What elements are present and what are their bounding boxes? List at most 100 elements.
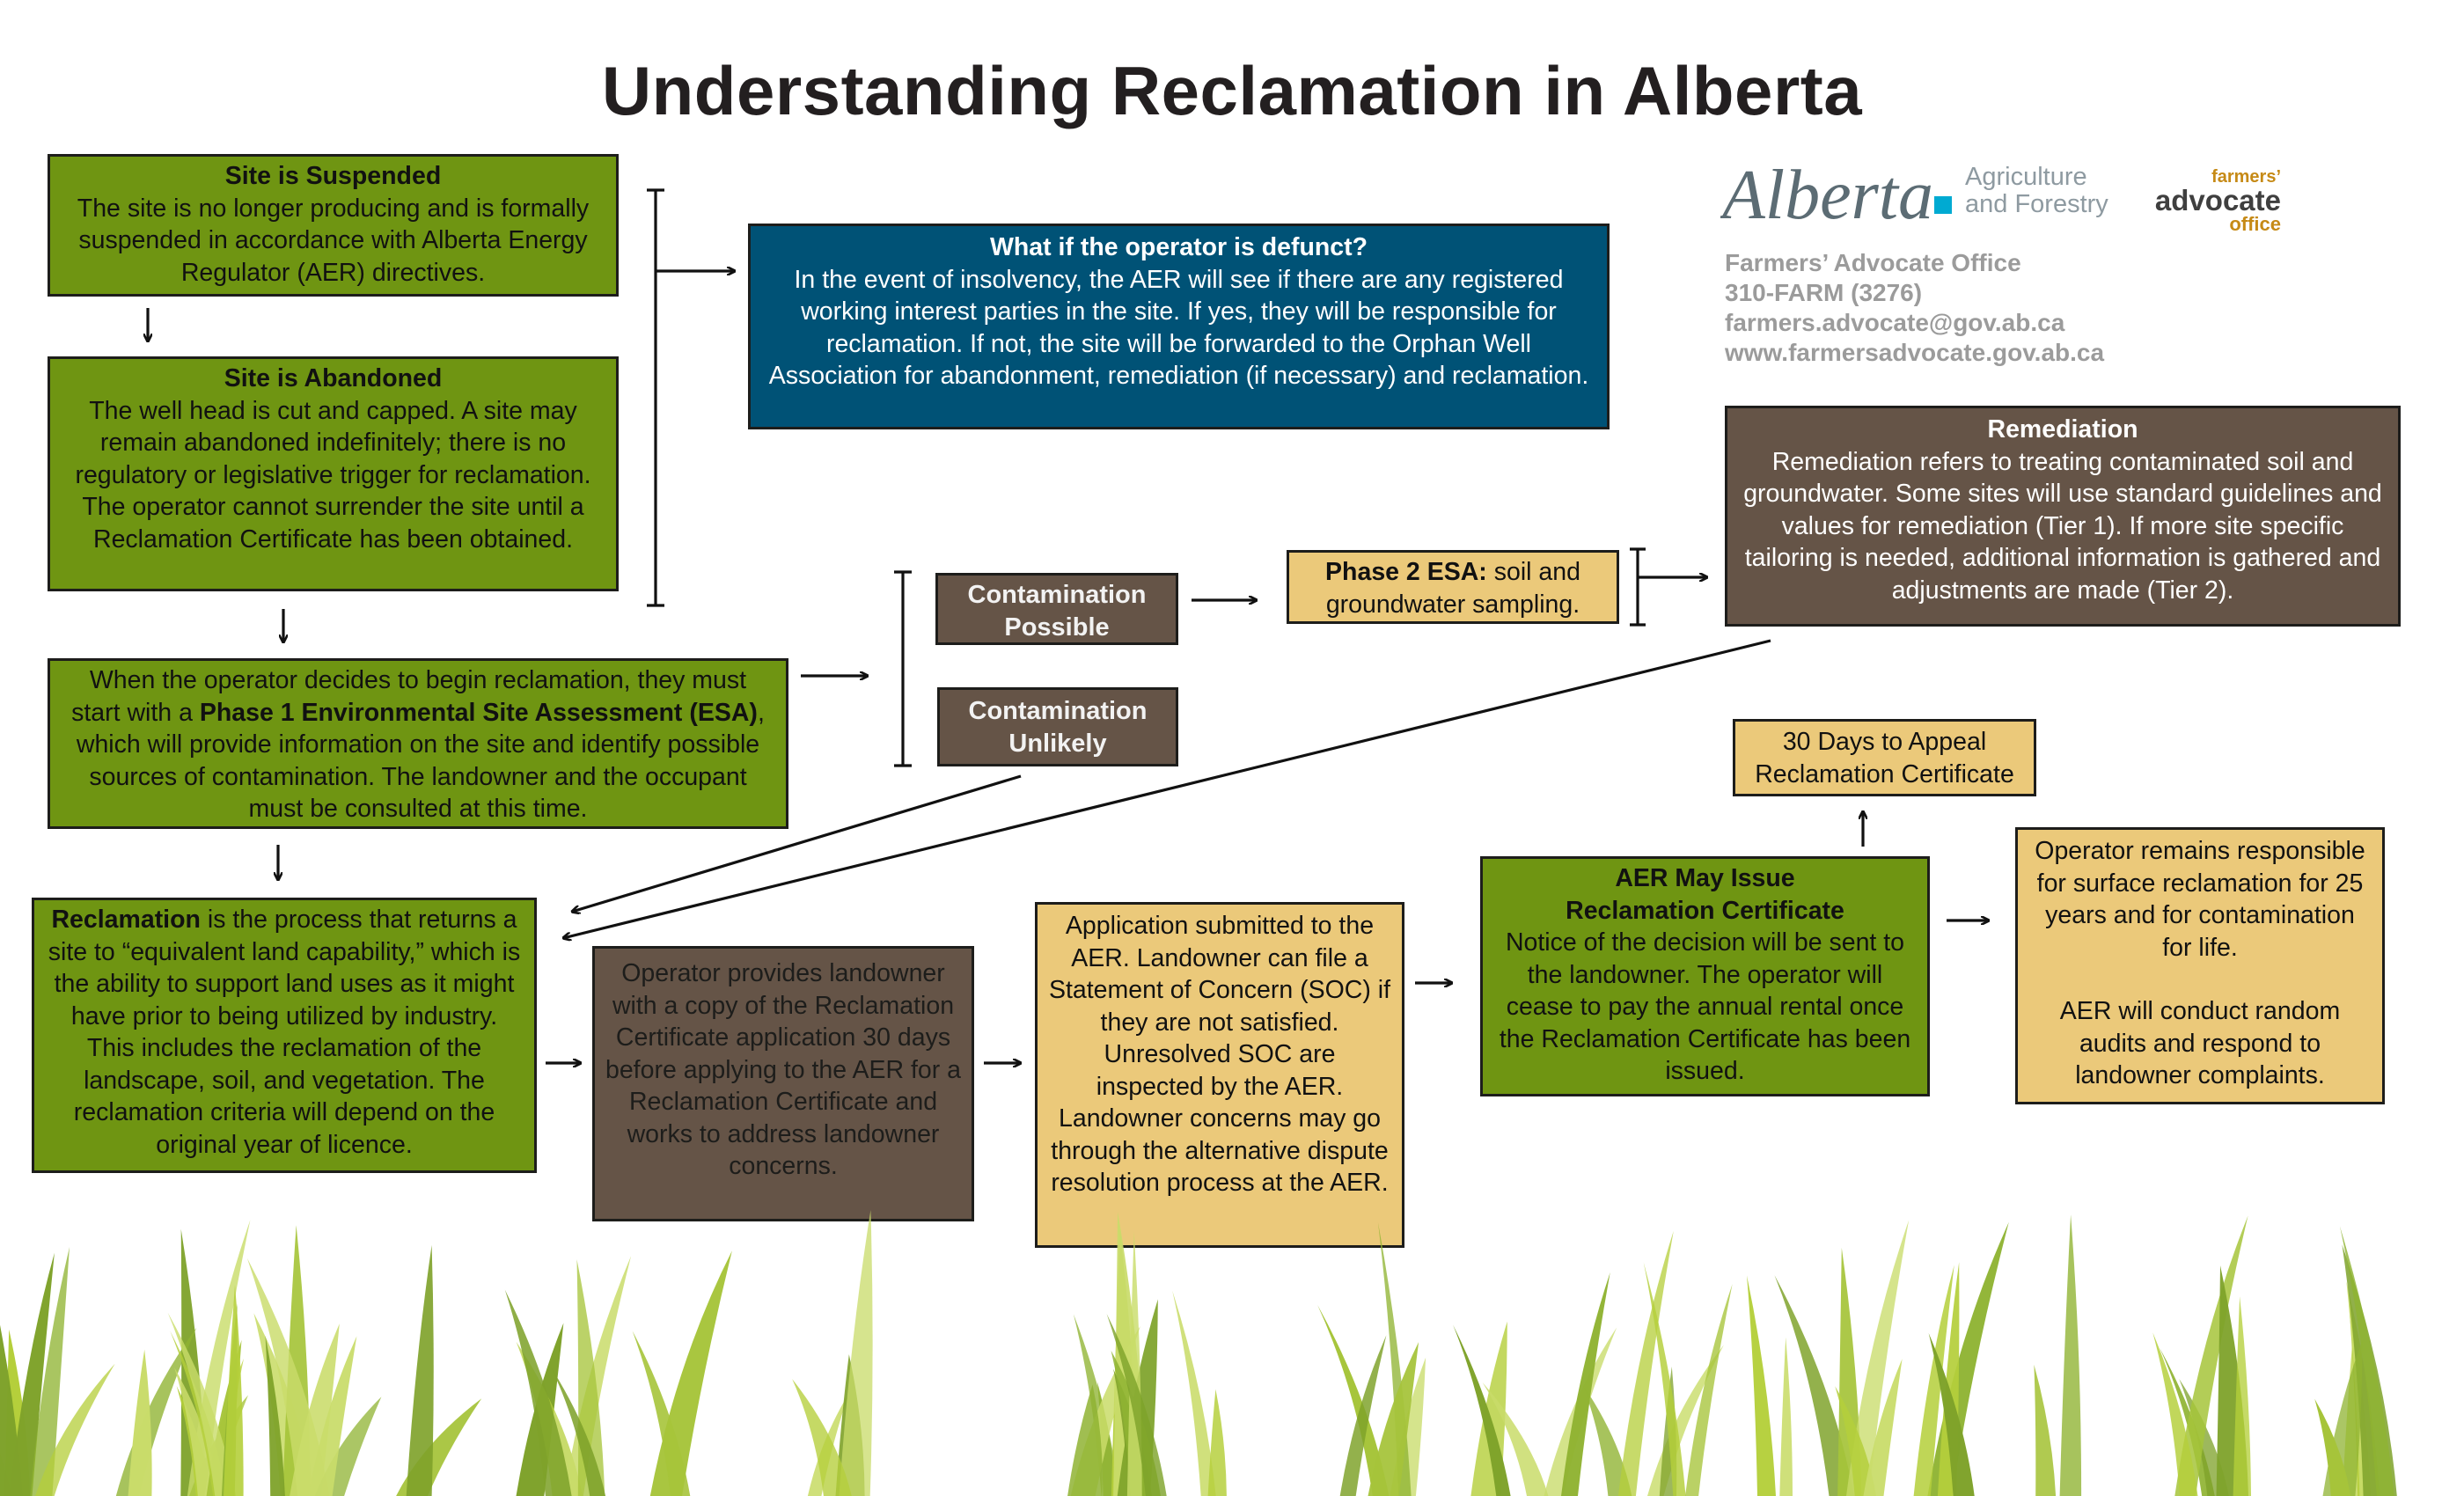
- aer-issue-title1: AER May Issue: [1615, 864, 1795, 892]
- contamination-unlikely-line2: Unlikely: [1008, 730, 1107, 758]
- grass-blade: [1617, 1230, 1674, 1496]
- site-suspended-title: Site is Suspended: [224, 162, 442, 190]
- grass-blade: [2339, 1226, 2394, 1496]
- page-title: Understanding Reclamation in Alberta: [601, 52, 1863, 129]
- contamination-unlikely-line1: Contamination: [968, 697, 1148, 725]
- grass-illustration: [0, 1210, 2397, 1496]
- alberta-logo-square: [1934, 196, 1952, 214]
- grass-blade: [1913, 1265, 1954, 1496]
- grass-blade: [1207, 1389, 1227, 1496]
- site-abandoned-title: Site is Abandoned: [224, 364, 443, 392]
- grass-blade: [2034, 1364, 2057, 1496]
- contact-office: Farmers’ Advocate Office: [1725, 249, 2021, 276]
- grass-blade: [1339, 1335, 1387, 1496]
- phase2-esa-bold: Phase 2 ESA:: [1325, 558, 1487, 586]
- phase1-esa-post: , which will provide information on the …: [76, 698, 765, 824]
- appeal-line1: 30 Days to Appeal: [1782, 728, 1987, 756]
- grass-blade: [9, 1252, 55, 1496]
- farmers-advocate-logo: farmers’ advocate office: [2147, 167, 2281, 234]
- arrow-unlikely-reclamation: [572, 774, 1022, 912]
- responsible-box: Operator remains responsible for surface…: [2015, 827, 2385, 1104]
- contact-website[interactable]: www.farmersadvocate.gov.ab.ca: [1725, 339, 2105, 366]
- responsible-text1: Operator remains responsible for surface…: [2035, 837, 2365, 962]
- fao-line1: farmers’: [2211, 167, 2281, 187]
- appeal-line2: Reclamation Certificate: [1755, 759, 2014, 788]
- defunct-operator-text: In the event of insolvency, the AER will…: [768, 265, 1589, 391]
- phase2-esa-text: soil and groundwater sampling.: [1325, 558, 1580, 619]
- grass-blade: [224, 1285, 244, 1496]
- phase1-esa-pre: When the operator decides to begin recla…: [71, 666, 747, 727]
- responsible-text2: AER will conduct random audits and respo…: [2059, 997, 2341, 1089]
- application-box: Application submitted to the AER. Landow…: [1035, 902, 1404, 1248]
- reclamation-text: is the process that returns a site to “e…: [48, 906, 521, 1159]
- reclamation-bold: Reclamation: [51, 906, 201, 934]
- grass-blade: [1453, 1324, 1511, 1496]
- grass-blade: [1685, 1284, 1733, 1496]
- appeal-box: 30 Days to Appeal Reclamation Certificat…: [1733, 719, 2036, 796]
- grass-blade: [649, 1250, 732, 1496]
- grass-blade: [1561, 1272, 1610, 1496]
- grass-blade: [1928, 1332, 1975, 1496]
- phase2-esa-box: Phase 2 ESA: soil and groundwater sampli…: [1287, 550, 1619, 624]
- grass-blade: [839, 1210, 873, 1496]
- grass-blade: [265, 1335, 285, 1496]
- grass-blade: [1835, 1386, 1877, 1496]
- grass-blade: [1067, 1384, 1103, 1496]
- operator-provides-box: Operator provides landowner with a copy …: [592, 946, 974, 1221]
- grass-blade: [0, 1324, 23, 1496]
- grass-blade: [504, 1289, 572, 1496]
- defunct-operator-box: What if the operator is defunct? In the …: [748, 224, 1610, 429]
- grass-blade: [1106, 1314, 1167, 1496]
- grass-blade: [1747, 1275, 1776, 1496]
- grass-blade: [2174, 1215, 2248, 1496]
- grass-blade: [290, 1324, 340, 1496]
- contamination-possible-line1: Contamination: [967, 581, 1147, 609]
- grass-blade: [30, 1247, 70, 1496]
- grass-blade: [2233, 1296, 2251, 1496]
- ministry-line1: Agriculture: [1965, 163, 2087, 191]
- reclamation-box: Reclamation is the process that returns …: [32, 898, 537, 1173]
- grass-blade: [792, 1379, 852, 1496]
- contact-email[interactable]: farmers.advocate@gov.ab.ca: [1725, 309, 2065, 336]
- arrow-remediation-reclamation: [563, 639, 1771, 938]
- grass-blade: [632, 1331, 691, 1496]
- phase1-esa-box: When the operator decides to begin recla…: [48, 658, 788, 829]
- grass-blade: [167, 1312, 237, 1496]
- grass-blade: [1779, 1337, 1793, 1496]
- grass-blade: [2152, 1332, 2198, 1496]
- fao-line2: advocate: [2154, 184, 2281, 216]
- contamination-possible-line2: Possible: [1004, 613, 1110, 642]
- aer-issue-title2: Reclamation Certificate: [1566, 896, 1844, 925]
- remediation-box: Remediation Remediation refers to treati…: [1725, 406, 2401, 627]
- grass-blade: [2160, 1347, 2215, 1496]
- site-abandoned-box: Site is Abandoned The well head is cut a…: [48, 356, 619, 591]
- grass-blade: [406, 1244, 434, 1496]
- grass-blade: [35, 1363, 115, 1496]
- grass-blade: [128, 1349, 152, 1496]
- application-text: Application submitted to the AER. Landow…: [1048, 912, 1391, 1197]
- remediation-text: Remediation refers to treating contamina…: [1743, 447, 2382, 605]
- defunct-operator-title: What if the operator is defunct?: [989, 233, 1368, 261]
- grass-blade: [1846, 1220, 1910, 1496]
- grass-blade: [1774, 1275, 1854, 1496]
- alberta-wordmark: Alberta: [1720, 157, 1933, 234]
- remediation-title: Remediation: [1987, 415, 2138, 444]
- grass-blade: [1863, 1359, 1903, 1496]
- aer-issue-text: Notice of the decision will be sent to t…: [1499, 928, 1911, 1085]
- fao-line3: office: [2229, 213, 2281, 235]
- contamination-possible-box: Contamination Possible: [935, 573, 1178, 645]
- grass-blade: [550, 1367, 606, 1496]
- grass-blade: [1482, 1382, 1549, 1496]
- site-suspended-box: Site is Suspended The site is no longer …: [48, 154, 619, 297]
- site-suspended-text: The site is no longer producing and is f…: [77, 194, 590, 287]
- grass-blade: [308, 1336, 357, 1496]
- alberta-logo: Alberta: [1720, 157, 1952, 234]
- aer-issue-box: AER May Issue Reclamation Certificate No…: [1480, 856, 1930, 1096]
- ministry-line2: and Forestry: [1965, 190, 2108, 218]
- operator-provides-text: Operator provides landowner with a copy …: [605, 959, 961, 1180]
- phase1-esa-bold: Phase 1 Environmental Site Assessment (E…: [199, 698, 758, 727]
- grass-blade: [1172, 1290, 1216, 1496]
- grass-blade: [1317, 1304, 1390, 1496]
- grass-blade: [1643, 1262, 1686, 1496]
